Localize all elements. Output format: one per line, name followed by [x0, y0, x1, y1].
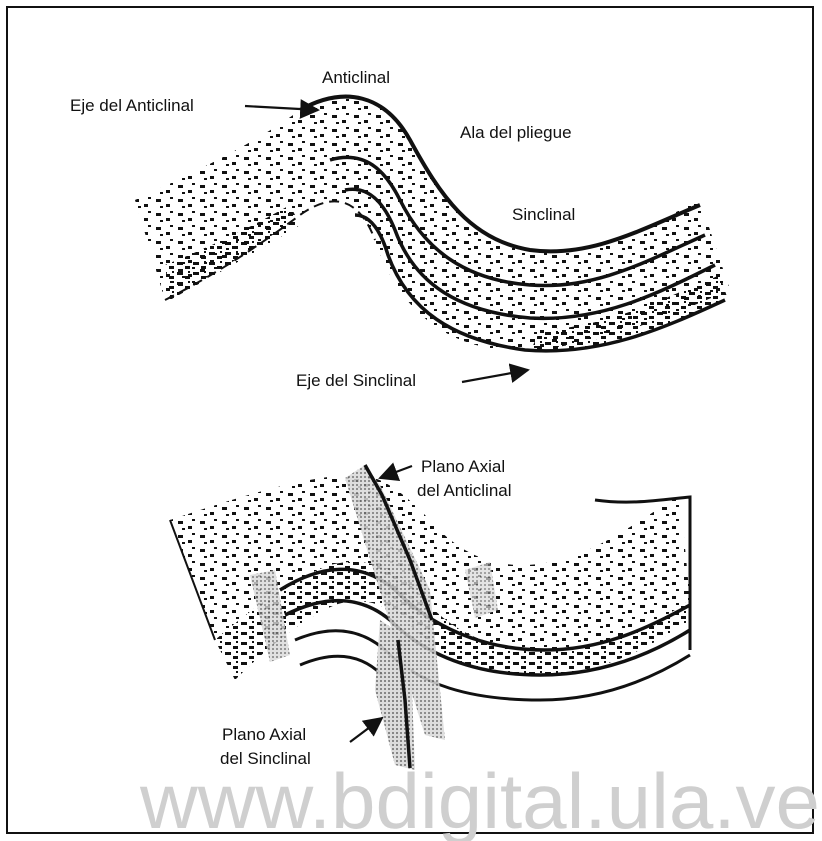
label-plano-axial-anticlinal-2: del Anticlinal — [417, 481, 512, 500]
label-plano-axial-anticlinal-1: Plano Axial — [421, 457, 505, 476]
label-ala-pliegue: Ala del pliegue — [460, 123, 572, 142]
upper-fold — [135, 97, 730, 352]
arrow-eje-sinclinal — [462, 370, 528, 382]
label-sinclinal: Sinclinal — [512, 205, 575, 224]
label-anticlinal: Anticlinal — [322, 68, 390, 87]
label-plano-axial-sinclinal-1: Plano Axial — [222, 725, 306, 744]
arrow-plano-axial-anticlinal — [380, 466, 412, 478]
arrow-plano-axial-sinclinal — [350, 718, 382, 742]
label-eje-sinclinal: Eje del Sinclinal — [296, 371, 416, 390]
label-eje-anticlinal: Eje del Anticlinal — [70, 96, 194, 115]
watermark-text: www.bdigital.ula.ve — [139, 757, 820, 841]
block-strata-4 — [300, 656, 382, 675]
